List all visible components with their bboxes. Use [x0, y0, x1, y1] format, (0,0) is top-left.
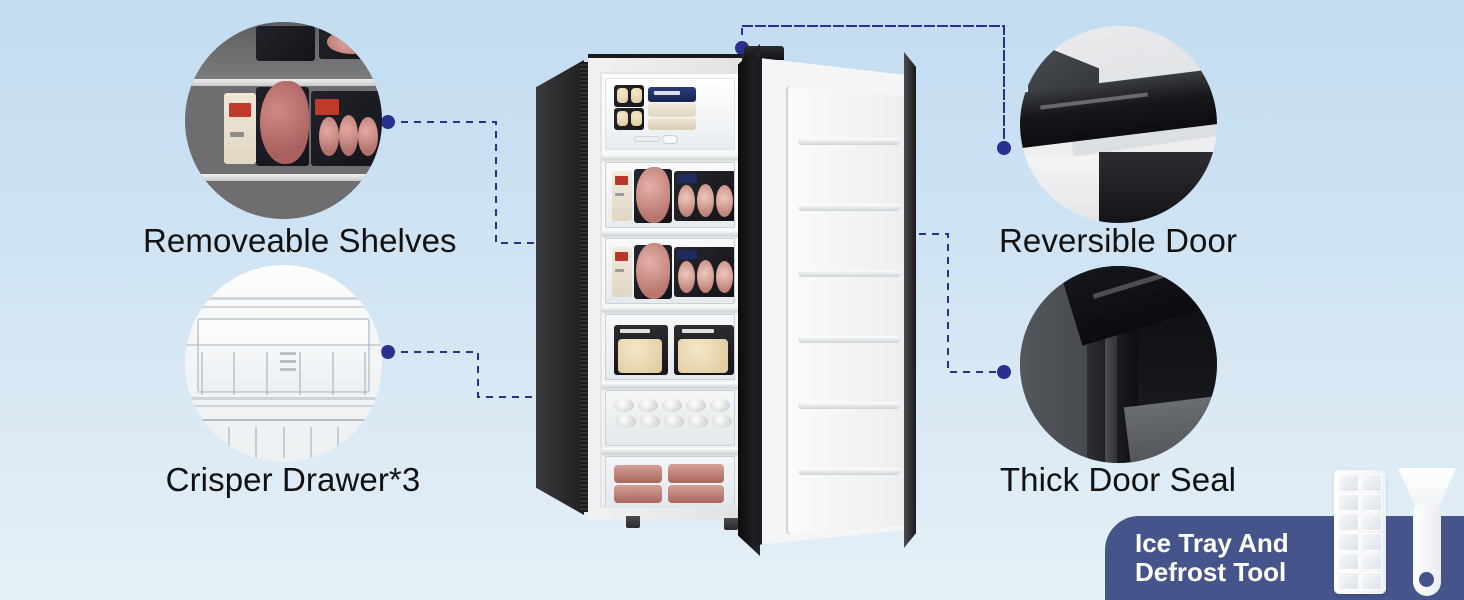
- product-image-freezer: [528, 30, 918, 590]
- dot-crisper-circle: [381, 345, 395, 359]
- interior-top-drawer: [605, 78, 735, 150]
- door-right-edge: [904, 52, 916, 548]
- callout-image-reversible-door: [1020, 26, 1217, 223]
- callout-image-crisper-drawer: [185, 265, 382, 462]
- door-inner-liner: [786, 86, 906, 535]
- freezer-leg-left: [626, 516, 640, 528]
- callout-label-removeable-shelves: Removeable Shelves: [143, 222, 457, 259]
- interior-shelf-2: [602, 230, 738, 236]
- cabinet-side-panel: [536, 60, 584, 515]
- dot-reversible-circle: [997, 141, 1011, 155]
- callout-image-thick-door-seal: [1020, 266, 1217, 463]
- ice-cube-tray: [1334, 470, 1386, 594]
- callout-image-removeable-shelves: [185, 22, 382, 219]
- freezer-interior: [600, 72, 740, 508]
- interior-shelf-1: [602, 154, 738, 160]
- interior-shelf-3: [602, 306, 738, 312]
- door-left-edge: [738, 44, 760, 556]
- interior-shelf-5: [602, 448, 738, 454]
- ice-tray-banner-text: Ice Tray And Defrost Tool: [1135, 528, 1289, 588]
- callout-label-thick-door-seal: Thick Door Seal: [999, 461, 1237, 498]
- interior-shelf-bin-5: [605, 390, 735, 446]
- dot-seal-circle: [997, 365, 1011, 379]
- freezer-open-door: [738, 44, 916, 556]
- freezer-leg-right: [724, 518, 738, 530]
- defrost-scraper: [1398, 468, 1456, 596]
- ice-tray-banner: Ice Tray And Defrost Tool: [1105, 516, 1464, 600]
- ice-tray-banner-line1: Ice Tray And: [1135, 528, 1289, 558]
- interior-shelf-bin-2: [605, 162, 735, 228]
- dot-shelves-circle: [381, 115, 395, 129]
- accessory-image-ice-tray-and-scraper: [1330, 458, 1464, 600]
- cabinet-side-edge: [580, 62, 590, 512]
- interior-drawer-6: [605, 456, 735, 506]
- callout-label-crisper-drawer: Crisper Drawer*3: [165, 461, 421, 498]
- door-panel: [756, 57, 906, 545]
- interior-shelf-bin-4: [605, 314, 735, 380]
- scraper-hanging-hole: [1419, 572, 1434, 587]
- ice-tray-banner-line2: Defrost Tool: [1135, 557, 1287, 588]
- callout-label-reversible-door: Reversible Door: [998, 222, 1238, 259]
- interior-shelf-bin-3: [605, 238, 735, 304]
- interior-shelf-4: [602, 382, 738, 388]
